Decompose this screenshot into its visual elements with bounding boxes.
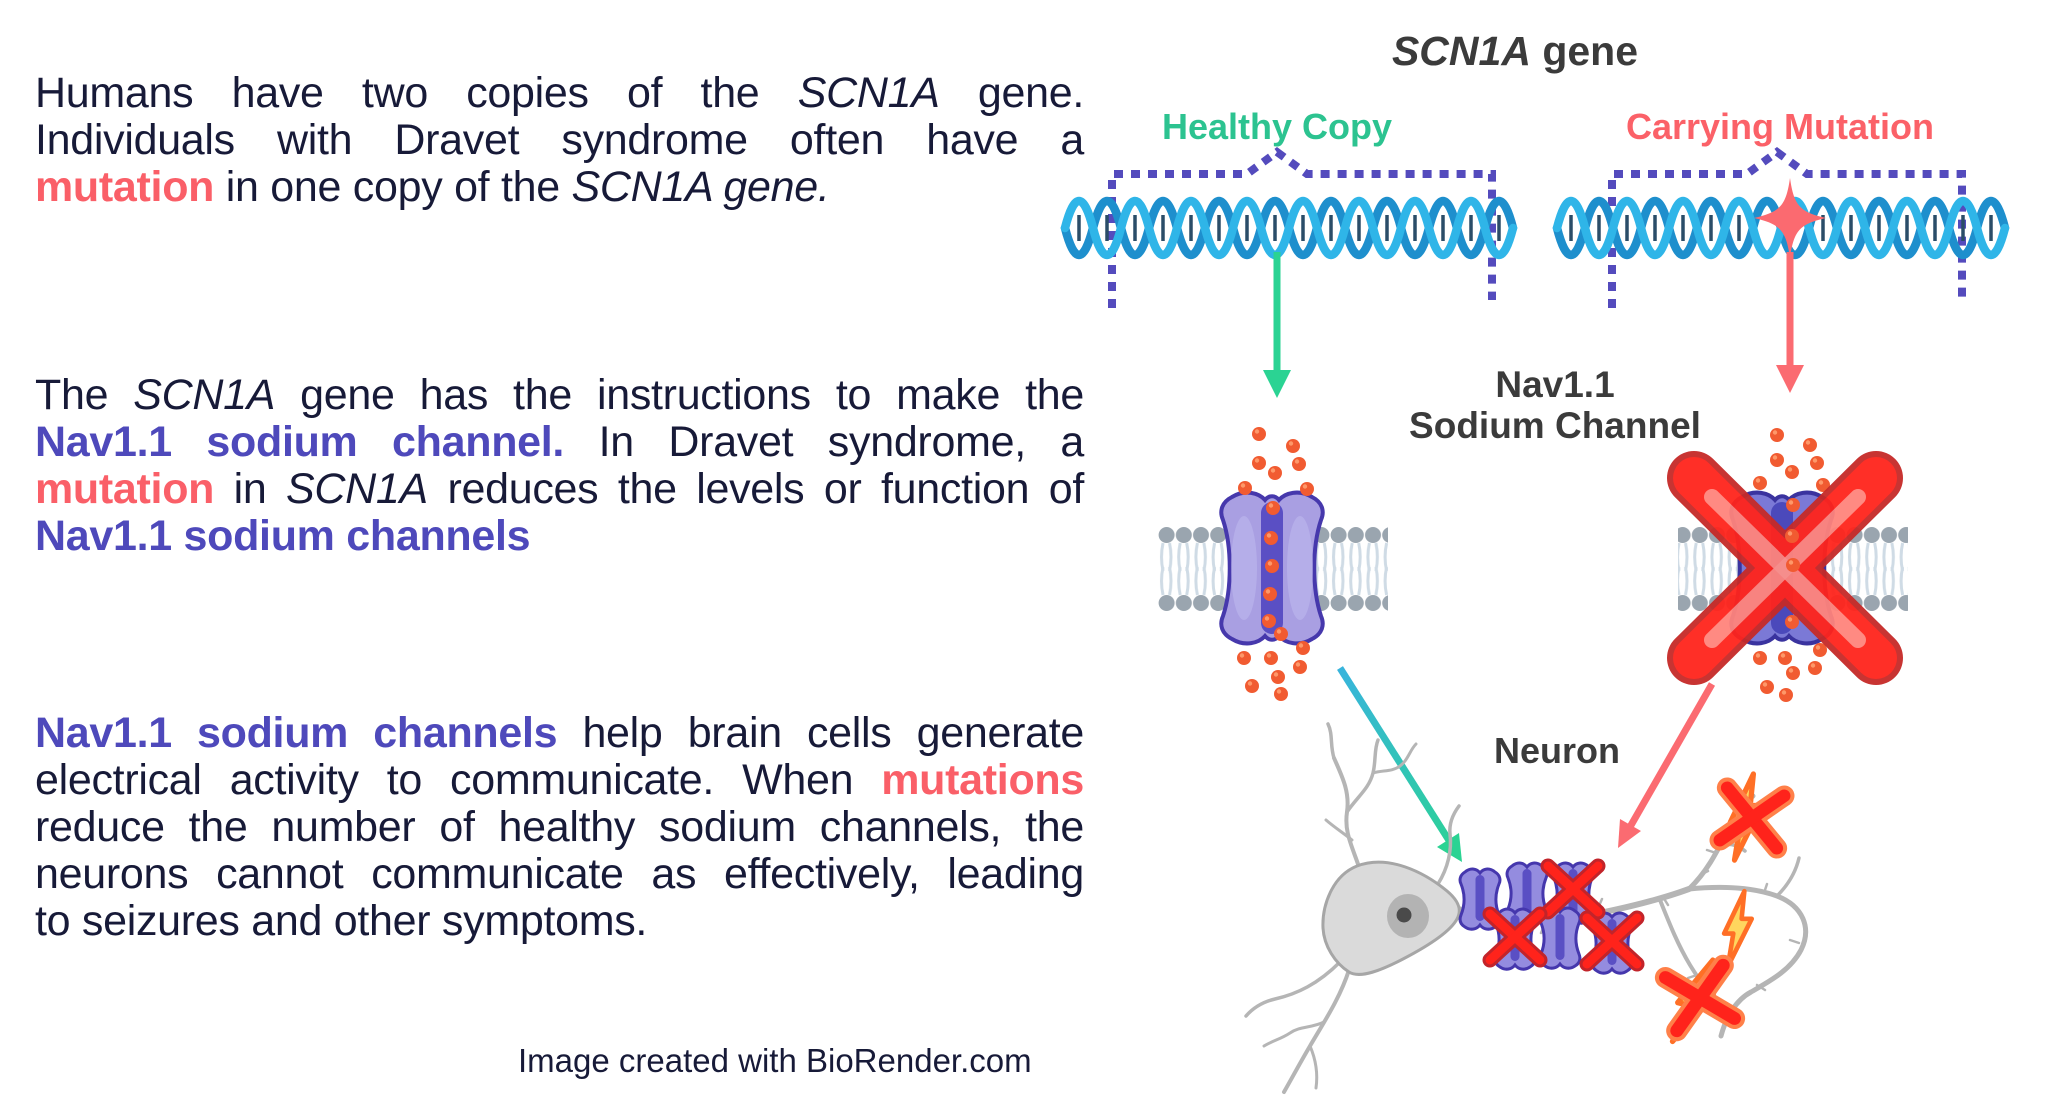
text-segment: gene has the instructions to make the — [275, 371, 1084, 419]
text-segment: neurons cannot communicate as effectivel… — [35, 850, 1084, 898]
channel-label-line2: Sodium Channel — [1409, 405, 1701, 447]
channel-highlight: Nav1.1 sodium channels — [35, 709, 558, 757]
gene-name-italic: SCN1A — [133, 371, 276, 419]
lightning-bolt-icon — [1724, 891, 1752, 966]
text-segment: help brain cells generate — [557, 709, 1084, 757]
text-segment: electrical activity to communicate. When — [35, 756, 882, 804]
text-line: Individuals with Dravet syndrome often h… — [35, 117, 1084, 164]
mutation-highlight: mutations — [881, 756, 1084, 804]
sodium-channel-label: Nav1.1 Sodium Channel — [1390, 364, 1720, 447]
text-line: mutation in SCN1A reduces the levels or … — [35, 466, 1084, 513]
text-segment: reduces the levels or function of — [427, 465, 1084, 513]
text-line: Nav1.1 sodium channels — [35, 513, 1084, 560]
text-line: Nav1.1 sodium channel. In Dravet syndrom… — [35, 419, 1084, 466]
mutation-highlight: mutation — [35, 163, 215, 211]
gene-name-italic: SCN1A — [797, 69, 940, 117]
text-line: Humans have two copies of the SCN1A gene… — [35, 70, 1084, 117]
text-segment: The — [35, 371, 134, 419]
paragraph-gene-copies: Humans have two copies of the SCN1A gene… — [35, 70, 1084, 211]
channel-highlight: Nav1.1 sodium channel. — [35, 418, 565, 466]
arrow-healthy-down-icon — [1263, 252, 1291, 398]
text-segment: Humans have two copies of the — [35, 69, 798, 117]
channel-highlight: Nav1.1 sodium channels — [35, 512, 531, 560]
text-segment: to seizures and other symptoms. — [35, 897, 648, 945]
diagram-title: SCN1A gene — [1300, 28, 1730, 75]
text-segment: Individuals with Dravet syndrome often h… — [35, 116, 1084, 164]
text-segment: In Dravet syndrome, a — [564, 418, 1085, 466]
text-line: reduce the number of healthy sodium chan… — [35, 804, 1084, 851]
gene-name-italic: SCN1A — [1391, 28, 1531, 74]
text-line: neurons cannot communicate as effectivel… — [35, 851, 1084, 898]
arrow-mutation-down-icon — [1776, 252, 1804, 393]
channel-label-line1: Nav1.1 — [1495, 364, 1615, 405]
carrying-mutation-label: Carrying Mutation — [1625, 106, 1934, 147]
mutation-star-icon — [1754, 178, 1826, 258]
text-line: The SCN1A gene has the instructions to m… — [35, 372, 1084, 419]
nucleolus — [1396, 907, 1412, 923]
text-segment: gene. — [939, 69, 1084, 117]
blocked-x-icon — [1667, 451, 1903, 685]
dna-helix-healthy — [1060, 196, 1518, 260]
bracket-healthy — [1108, 147, 1496, 308]
dna-helix-mutated — [1552, 178, 2010, 260]
text-segment: in — [214, 465, 287, 513]
text-line: Nav1.1 sodium channels help brain cells … — [35, 710, 1084, 757]
mutation-highlight: mutation — [35, 465, 215, 513]
text-line: to seizures and other symptoms. — [35, 898, 1084, 945]
gene-name-italic: SCN1A gene. — [571, 163, 830, 211]
paragraph-neuron-communication: Nav1.1 sodium channels help brain cells … — [35, 710, 1084, 945]
biorender-attribution: Image created with BioRender.com — [518, 1042, 1032, 1079]
neuron-label: Neuron — [1494, 730, 1620, 771]
healthy-copy-label: Healthy Copy — [1161, 106, 1393, 147]
bracket-mutated — [1608, 147, 1966, 308]
text-segment: reduce the number of healthy sodium chan… — [35, 803, 1084, 851]
arrow-mutation-to-neuron-icon — [1618, 682, 1716, 848]
paragraph-channel-function: The SCN1A gene has the instructions to m… — [35, 372, 1084, 560]
title-suffix: gene — [1530, 28, 1639, 74]
text-line: electrical activity to communicate. When… — [35, 757, 1084, 804]
text-segment: in one copy of the — [214, 163, 572, 211]
text-line: mutation in one copy of the SCN1A gene. — [35, 164, 1084, 211]
gene-name-italic: SCN1A — [286, 465, 428, 513]
